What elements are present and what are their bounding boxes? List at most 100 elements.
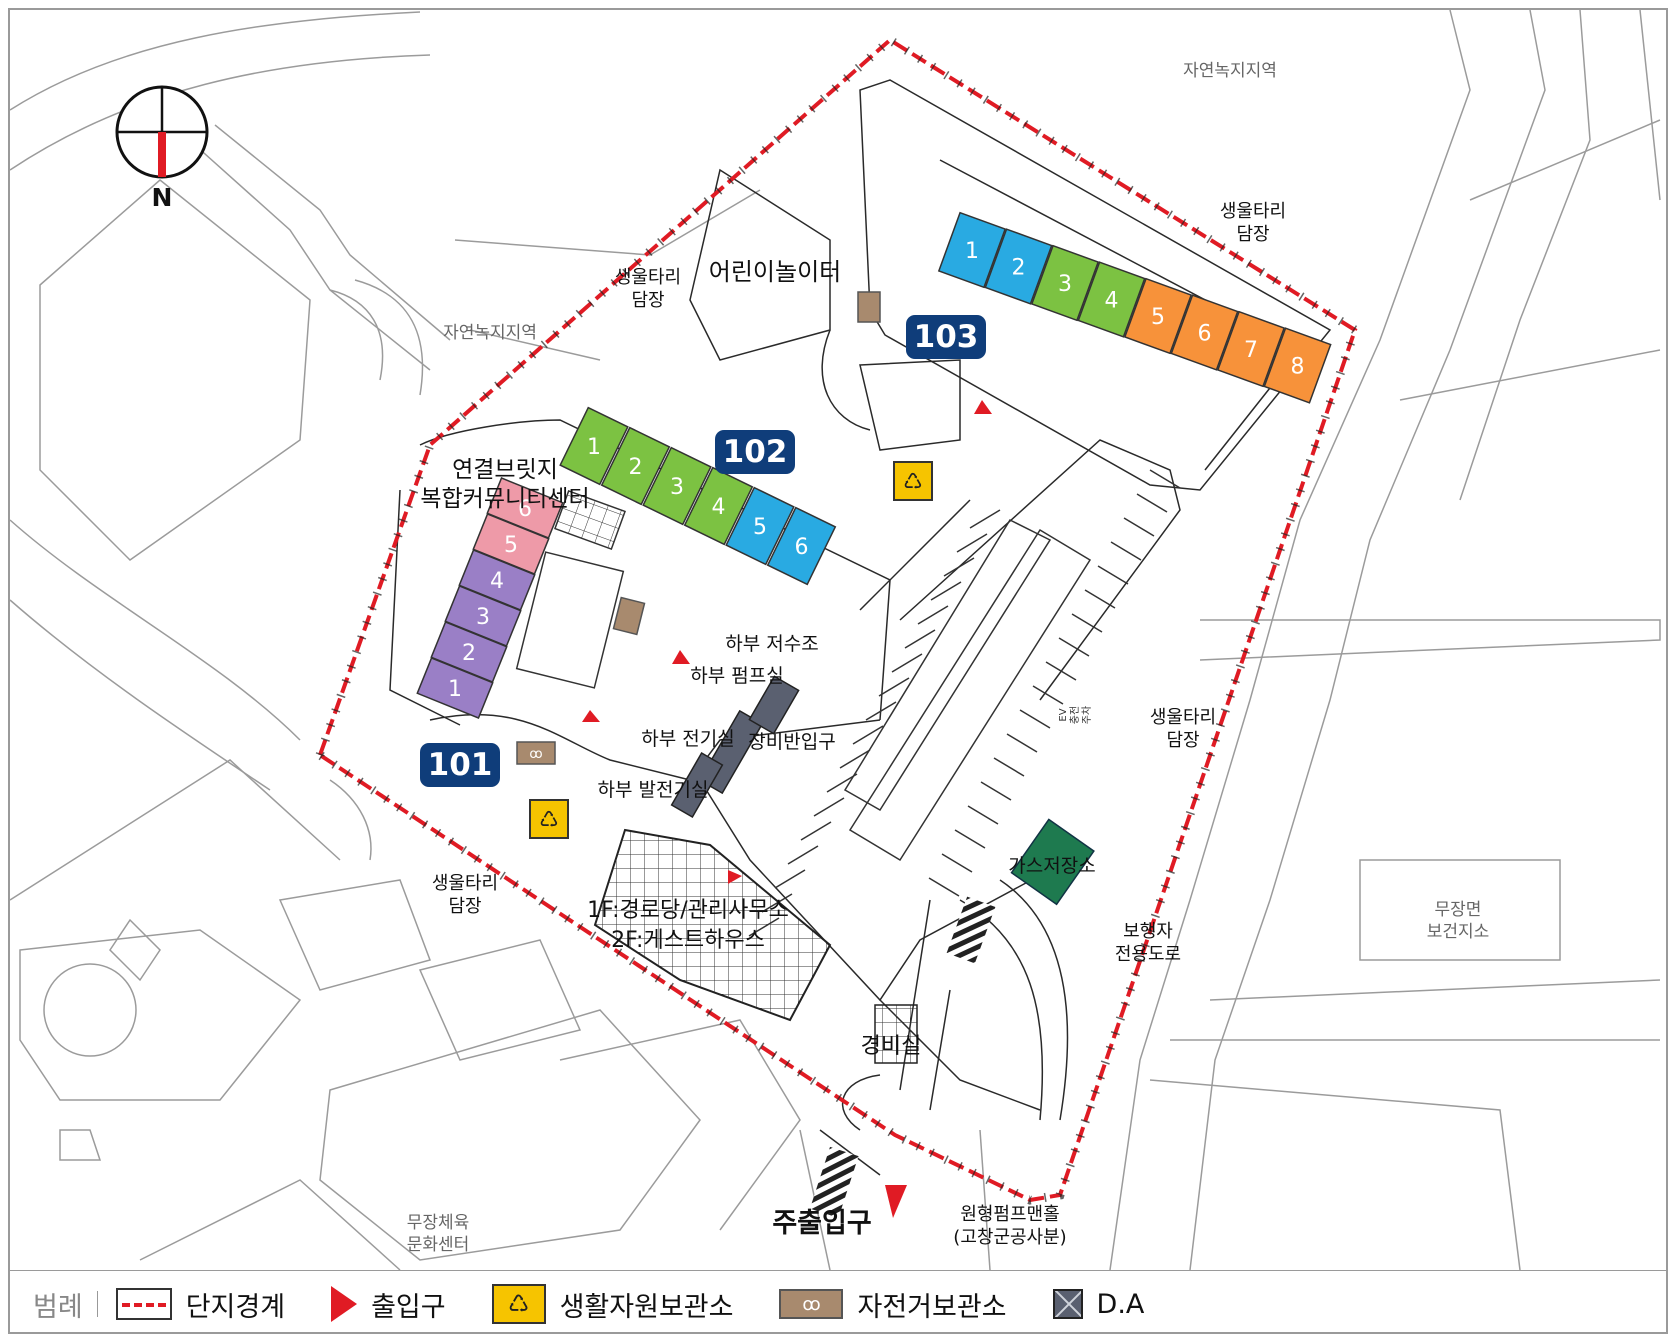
parking-stripe bbox=[774, 869, 806, 889]
parking-stripe bbox=[980, 781, 1012, 801]
wall-label-n-1: 생울타리 bbox=[615, 267, 681, 288]
parking-stripe bbox=[813, 797, 845, 817]
ev-sign-1: EV bbox=[1058, 708, 1069, 721]
unit-number: 4 bbox=[490, 569, 504, 594]
building-unit bbox=[1123, 277, 1193, 355]
wall-label-e-2: 담장 bbox=[1166, 730, 1199, 751]
unit-number: 5 bbox=[1151, 305, 1165, 330]
building-unit bbox=[600, 426, 671, 506]
unit-number: 6 bbox=[518, 497, 532, 522]
bridge-label: 연결브릿지 bbox=[452, 457, 558, 483]
wall-label-n-2: 담장 bbox=[631, 290, 664, 311]
parking-stripe bbox=[1019, 709, 1051, 729]
unit-number: 3 bbox=[476, 605, 490, 630]
parking-stripe bbox=[865, 701, 897, 721]
building-unit bbox=[1170, 294, 1239, 371]
community-center-block bbox=[515, 551, 625, 689]
health-center-label-1: 무장면 bbox=[1435, 900, 1482, 920]
equipment-entry-label: 장비반입구 bbox=[748, 731, 835, 753]
unit-number: 5 bbox=[753, 515, 767, 540]
unit-number: 2 bbox=[462, 641, 476, 666]
senior-center-label: 1F:경로당/관리사무소 bbox=[587, 898, 789, 923]
building-unit bbox=[937, 211, 1007, 289]
map-frame bbox=[8, 8, 1668, 1334]
legend-divider bbox=[96, 1291, 98, 1317]
building-unit bbox=[984, 228, 1053, 305]
ev-sign-2: 충전 bbox=[1069, 706, 1081, 724]
wall-label-ne-1: 생울타리 bbox=[1220, 201, 1286, 222]
pedestrian-road-label-1: 보행자 bbox=[1123, 921, 1173, 942]
building-unit bbox=[1216, 310, 1286, 388]
parking-stripe bbox=[928, 877, 960, 897]
unit-number: 1 bbox=[965, 239, 979, 264]
parking-stripe bbox=[954, 829, 986, 849]
building-unit bbox=[1077, 261, 1146, 338]
sports-center-label-2: 문화센터 bbox=[407, 1235, 470, 1255]
parking-stripe bbox=[852, 725, 884, 745]
parking-stripe bbox=[891, 653, 923, 673]
legend-item-recycle: ♺ 생활자원보관소 bbox=[491, 1284, 733, 1324]
playground-label: 어린이놀이터 bbox=[709, 258, 841, 286]
parking-stripe bbox=[1084, 589, 1116, 609]
bicycle-icon bbox=[857, 291, 881, 323]
unit-number: 3 bbox=[670, 475, 684, 500]
legend-title: 범례 bbox=[33, 1291, 83, 1323]
building-unit bbox=[766, 506, 837, 586]
bicycle-icon: ꝏ bbox=[516, 741, 556, 765]
legend-item-entrance: 출입구 bbox=[331, 1285, 446, 1324]
unit-number: 2 bbox=[1012, 256, 1026, 281]
parking-stripe bbox=[1071, 613, 1103, 633]
health-center-label-2: 보건지소 bbox=[1427, 922, 1490, 942]
main-entrance-label: 주출입구 bbox=[772, 1208, 871, 1239]
unit-number: 2 bbox=[629, 455, 643, 480]
wall-label-sw-2: 담장 bbox=[448, 896, 481, 917]
community-center-label: 복합커뮤니티센터 bbox=[420, 486, 589, 512]
legend: 범례 단지경계 출입구 ♺ 생활자원보관소 ꝏ 자전거보관소 D.A bbox=[9, 1270, 1667, 1337]
legend-label: 자전거보관소 bbox=[857, 1291, 1007, 1323]
entrance-arrow-icon bbox=[582, 400, 992, 1218]
gas-storage-label: 가스저장소 bbox=[1008, 855, 1095, 877]
parking-stripe bbox=[839, 749, 871, 769]
parking-stripe bbox=[1045, 661, 1077, 681]
legend-item-da: D.A bbox=[1052, 1289, 1144, 1320]
recycle-icon: ♺ bbox=[491, 1284, 546, 1324]
parking-stripe bbox=[826, 773, 858, 793]
boundary-icon bbox=[115, 1288, 172, 1320]
legend-label: 단지경계 bbox=[185, 1291, 286, 1323]
manhole-label-1: 원형펌프맨홀 bbox=[960, 1204, 1059, 1225]
guest-house-label: 2F:게스트하우스 bbox=[611, 928, 765, 953]
wall-label-ne-2: 담장 bbox=[1236, 224, 1269, 245]
parking-stripe bbox=[904, 629, 936, 649]
unit-number: 4 bbox=[1105, 289, 1119, 314]
parking-stripe bbox=[1110, 541, 1142, 561]
ev-sign-3: 주차 bbox=[1081, 706, 1093, 724]
wall-label-e-1: 생울타리 bbox=[1150, 707, 1216, 728]
entrance-arrow-icon bbox=[331, 1286, 358, 1322]
building-101-tag: 101 bbox=[420, 743, 500, 787]
parking-stripe bbox=[1097, 565, 1129, 585]
unit-number: 8 bbox=[1291, 355, 1305, 380]
parking-stripe bbox=[1006, 733, 1038, 753]
generator-room-label: 하부 발전기실 bbox=[598, 779, 709, 801]
electric-room-label: 하부 전기실 bbox=[641, 728, 734, 750]
building-unit bbox=[642, 446, 712, 526]
water-tank-label: 하부 저수조 bbox=[725, 633, 818, 655]
guard-house-block bbox=[874, 1004, 918, 1064]
dry-area-icon bbox=[1052, 1289, 1083, 1319]
building-unit bbox=[486, 477, 564, 539]
sports-center-label-1: 무장체육 bbox=[407, 1213, 470, 1233]
bicycle-icon bbox=[612, 596, 646, 636]
parking-stripe bbox=[993, 757, 1025, 777]
unit-number: 3 bbox=[1058, 272, 1072, 297]
parking-stripe bbox=[1032, 685, 1064, 705]
dry-area-block bbox=[748, 675, 800, 735]
unit-number: 7 bbox=[1244, 338, 1258, 363]
unit-number: 4 bbox=[712, 495, 726, 520]
building-unit bbox=[1263, 327, 1332, 404]
pedestrian-road-label-2: 전용도로 bbox=[1115, 944, 1181, 965]
parking-stripe bbox=[1123, 517, 1155, 537]
